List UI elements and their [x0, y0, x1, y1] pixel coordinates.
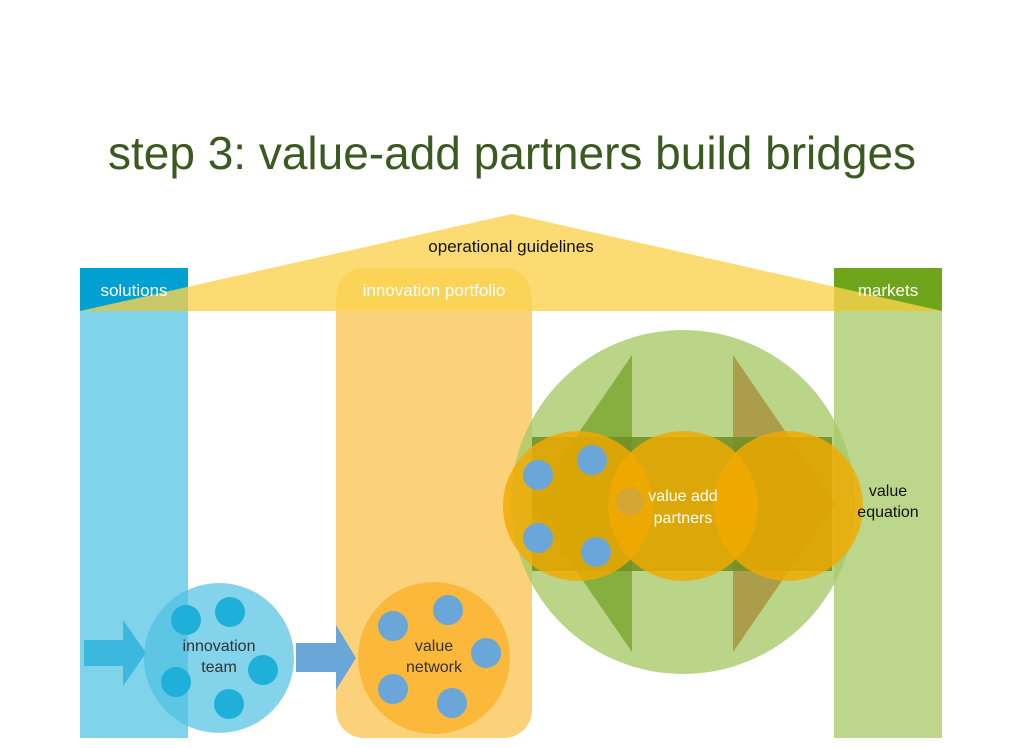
member-dot	[616, 488, 644, 516]
member-dot	[523, 523, 553, 553]
member-dot	[378, 611, 408, 641]
member-dot	[171, 605, 201, 635]
member-dot	[523, 460, 553, 490]
operational-guidelines-label: operational guidelines	[428, 237, 593, 256]
member-dot	[378, 674, 408, 704]
operational-guidelines-roof	[80, 214, 942, 311]
solutions-label: solutions	[100, 281, 167, 300]
value-add-partners-label-2: partners	[654, 510, 713, 527]
value-network-label-1: value	[415, 638, 453, 655]
page-title: step 3: value-add partners build bridges	[107, 127, 917, 179]
team-to-network-arrow	[296, 625, 356, 690]
member-dot	[471, 638, 501, 668]
innovation-team-label-2: team	[201, 659, 237, 676]
member-dot	[433, 595, 463, 625]
value-equation-label-1: value	[869, 483, 907, 500]
innovation-portfolio-label: innovation portfolio	[363, 281, 506, 300]
innovation-team-label-1: innovation	[183, 638, 256, 655]
member-dot	[161, 667, 191, 697]
member-dot	[215, 597, 245, 627]
value-equation-label-2: equation	[857, 504, 918, 521]
value-add-partners-label-1: value add	[648, 488, 717, 505]
member-dot	[577, 445, 607, 475]
member-dot	[581, 537, 611, 567]
member-dot	[248, 655, 278, 685]
partner-circle-3	[713, 431, 863, 581]
markets-label: markets	[858, 281, 918, 300]
partner-circle-2	[608, 431, 758, 581]
value-network-label-2: network	[406, 659, 463, 676]
input-arrow	[84, 620, 146, 686]
member-dot	[437, 688, 467, 718]
member-dot	[214, 689, 244, 719]
